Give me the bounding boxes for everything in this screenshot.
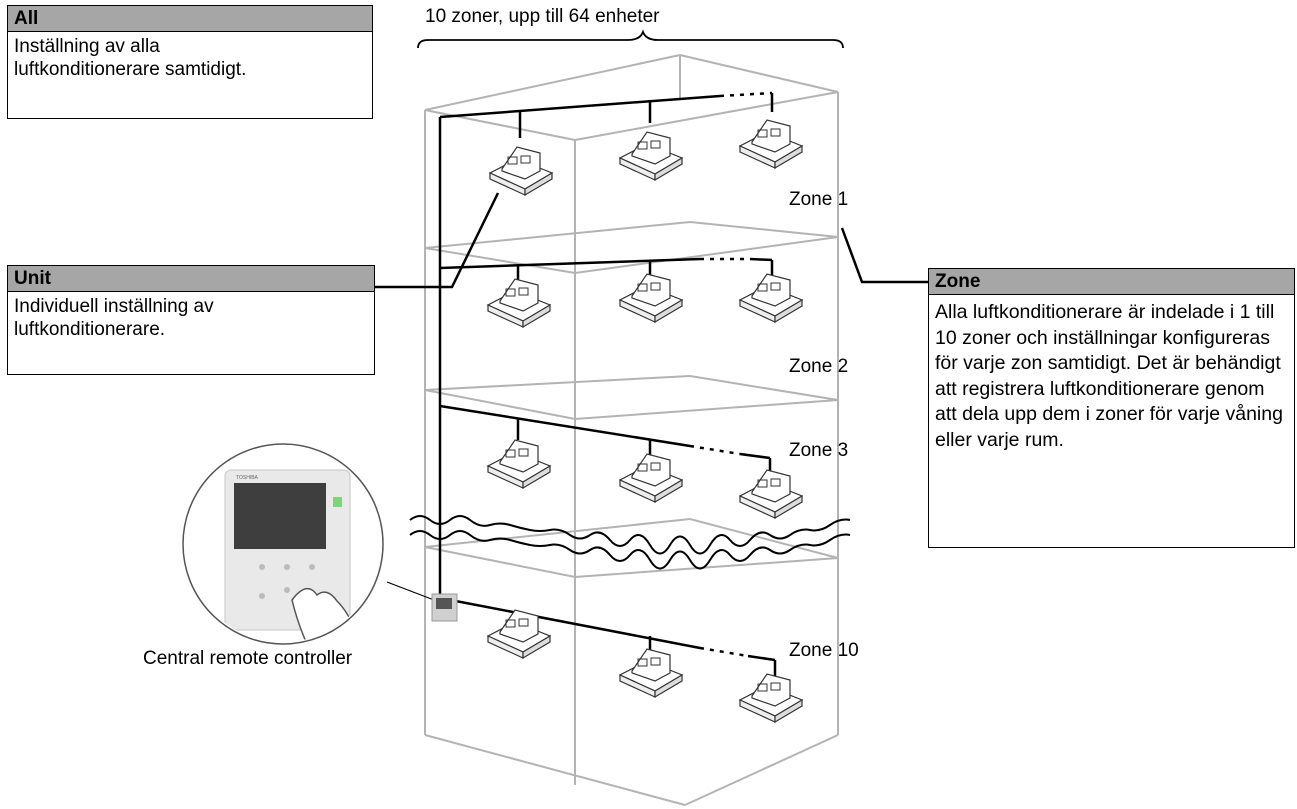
- brand-text: TOSHIBA: [236, 475, 259, 481]
- zone-box: Zone Alla luftkonditionerare är indelade…: [928, 268, 1295, 548]
- indoor-unit-icon: [738, 119, 804, 170]
- indoor-units: [486, 119, 804, 724]
- indoor-unit-icon: [618, 273, 684, 324]
- top-capacity-label: 10 zoner, upp till 64 enheter: [425, 6, 660, 27]
- remote-leader: [386, 581, 435, 601]
- unit-box-title: Unit: [8, 266, 374, 292]
- wiring: [438, 91, 777, 676]
- zone-label-1: Zone 1: [789, 189, 849, 210]
- building-outline: [424, 54, 839, 806]
- zone-box-text: Alla luftkonditionerare är indelade i 1 …: [935, 301, 1283, 451]
- zone-box-title: Zone: [929, 269, 1294, 295]
- indoor-unit-icon: [618, 453, 684, 504]
- wall-remote: [431, 593, 458, 622]
- indoor-unit-icon: [738, 273, 804, 324]
- zone-label-10: Zone 10: [789, 640, 859, 661]
- indoor-unit-icon: [486, 278, 552, 329]
- brace: [417, 29, 844, 49]
- all-box-text: Inställning av alla luftkonditionerare s…: [14, 36, 247, 80]
- indoor-unit-icon: [486, 609, 552, 660]
- controller-zoom: TOSHIBA: [182, 443, 384, 645]
- leader-lines: [372, 192, 928, 289]
- floor-break-waves: [409, 515, 851, 570]
- zone-label-2: Zone 2: [789, 356, 849, 377]
- unit-box-text: Individuell inställning av luftkondition…: [14, 296, 214, 340]
- indoor-unit-icon: [618, 131, 684, 182]
- all-box-title: All: [8, 6, 372, 32]
- indoor-unit-icon: [488, 146, 554, 197]
- controller-label: Central remote controller: [143, 648, 353, 669]
- indoor-unit-icon: [486, 439, 552, 490]
- indoor-unit-icon: [738, 673, 804, 724]
- indoor-unit-icon: [738, 469, 804, 520]
- unit-box: Unit Individuell inställning av luftkond…: [7, 265, 375, 375]
- indoor-unit-icon: [618, 648, 684, 699]
- zone-label-3: Zone 3: [789, 440, 849, 461]
- all-box: All Inställning av alla luftkonditionera…: [7, 5, 373, 119]
